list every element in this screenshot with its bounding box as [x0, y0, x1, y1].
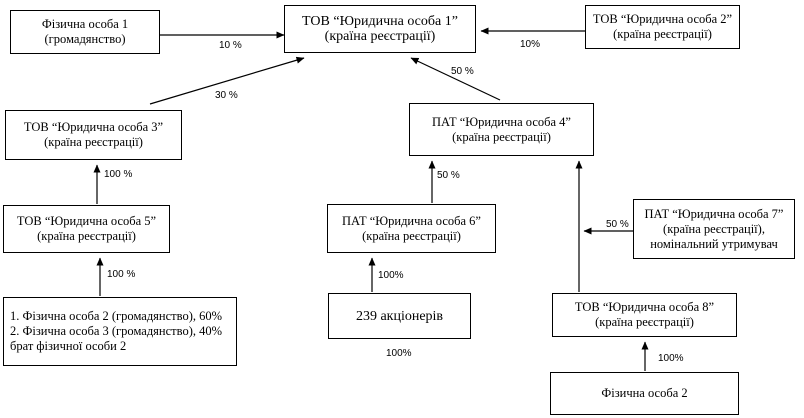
entity-line: (країна реєстрації)	[452, 129, 551, 144]
entity-line: ПАТ “Юридична особа 4”	[432, 114, 571, 129]
entity-box-shareholders: 239 акціонерів	[328, 293, 471, 339]
arrow-e4-e1	[410, 57, 501, 101]
entity-line: ПАТ “Юридична особа 7”	[644, 206, 784, 221]
entity-line: 2. Фізична особа 3 (громадянство), 40%	[10, 324, 223, 338]
link-label-p1-e1: 10 %	[219, 40, 242, 51]
link-label-p2-e8: 100%	[658, 353, 684, 364]
entity-line: ТОВ “Юридична особа 8”	[574, 300, 715, 314]
entity-line: ПАТ “Юридична особа 6”	[342, 213, 481, 228]
entity-line: номінальний утримувач	[650, 236, 778, 251]
entity-box-entity1: ТОВ “Юридична особа 1” (країна реєстраці…	[284, 5, 476, 53]
link-label-sh-e6: 100%	[378, 270, 404, 281]
entity-line: ТОВ “Юридична особа 3”	[23, 120, 164, 134]
entity-line: (країна реєстрації)	[44, 135, 143, 149]
entity-line: 1. Фізична особа 2 (громадянство), 60%	[10, 309, 223, 323]
link-label-e7-e8: 50 %	[606, 219, 629, 230]
entity-line: (громадянство)	[44, 32, 126, 46]
entity-box-entity3: ТОВ “Юридична особа 3” (країна реєстраці…	[5, 110, 182, 160]
entity-box-entity8: ТОВ “Юридична особа 8” (країна реєстраці…	[552, 293, 737, 337]
entity-line: брат фізичної особи 2	[10, 339, 127, 353]
entity-line: Фізична особа 2	[601, 386, 688, 400]
link-label-e5-e3: 100 %	[104, 169, 133, 180]
entity-box-person1: Фізична особа 1 (громадянство)	[10, 10, 160, 54]
entity-line: ТОВ “Юридична особа 5”	[16, 214, 157, 228]
entity-box-entity6: ПАТ “Юридична особа 6” (країна реєстраці…	[327, 204, 496, 253]
link-label-p23-e5: 100 %	[107, 269, 136, 280]
entity-box-entity7: ПАТ “Юридична особа 7” (країна реєстраці…	[633, 199, 795, 259]
link-label-e6-e4: 50 %	[437, 170, 460, 181]
entity-line: (країна реєстрації)	[37, 229, 136, 243]
link-label-e4-e1: 50 %	[451, 66, 474, 77]
link-label-e2-e1: 10%	[520, 39, 541, 50]
entity-line: (країна реєстрації)	[324, 29, 436, 44]
entity-line: (країна реєстрації),	[663, 221, 765, 236]
entity-line: 239 акціонерів	[355, 308, 444, 324]
entity-box-entity2: ТОВ “Юридична особа 2” (країна реєстраці…	[585, 5, 740, 49]
entity-line: (країна реєстрації)	[613, 27, 712, 41]
link-label-e3-e1: 30 %	[215, 90, 238, 101]
entity-line: Фізична особа 1	[41, 17, 129, 31]
shareholders-share-label: 100%	[386, 348, 412, 359]
entity-box-person2: Фізична особа 2	[550, 372, 739, 415]
entity-line: (країна реєстрації)	[595, 315, 694, 329]
entity-box-persons23: 1. Фізична особа 2 (громадянство), 60% 2…	[3, 297, 237, 366]
entity-line: ТОВ “Юридична особа 2”	[592, 12, 733, 26]
entity-line: (країна реєстрації)	[362, 228, 461, 243]
entity-box-entity4: ПАТ “Юридична особа 4” (країна реєстраці…	[409, 103, 594, 156]
entity-box-entity5: ТОВ “Юридична особа 5” (країна реєстраці…	[3, 205, 170, 253]
entity-line: ТОВ “Юридична особа 1”	[302, 14, 458, 29]
arrow-e3-e1	[149, 56, 305, 105]
